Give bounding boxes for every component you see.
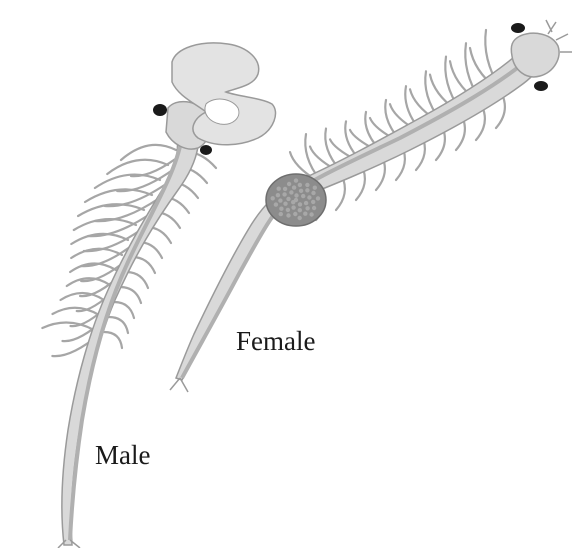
male-leg-right <box>109 317 128 333</box>
egg <box>274 202 278 206</box>
egg <box>283 202 287 206</box>
egg <box>313 186 317 190</box>
female-tail-furca <box>170 378 188 392</box>
egg <box>286 213 290 217</box>
female-eye-top <box>511 23 525 33</box>
egg <box>293 212 297 216</box>
female-head <box>511 33 559 77</box>
egg <box>312 206 316 210</box>
egg <box>286 208 290 212</box>
egg <box>298 202 302 206</box>
male-leg <box>121 145 176 160</box>
egg <box>277 187 281 191</box>
egg <box>291 205 295 209</box>
egg <box>276 193 280 197</box>
egg <box>304 201 308 205</box>
egg <box>279 207 283 211</box>
male-leg <box>107 160 168 174</box>
egg <box>316 196 320 200</box>
male-eye-right <box>200 145 212 155</box>
egg <box>303 212 307 216</box>
egg <box>294 178 298 182</box>
egg <box>298 216 302 220</box>
male-eye-left <box>153 104 167 116</box>
male-leg-right <box>120 287 141 303</box>
male-leg-right <box>114 302 134 318</box>
egg <box>307 195 311 199</box>
female-eye-side <box>534 81 548 91</box>
egg <box>271 196 275 200</box>
egg <box>286 197 290 201</box>
egg <box>311 200 315 204</box>
egg <box>289 190 293 194</box>
male-label: Male <box>95 442 150 469</box>
egg <box>279 212 283 216</box>
egg <box>278 198 282 202</box>
egg <box>298 208 302 212</box>
egg <box>305 188 309 192</box>
female-label: Female <box>236 328 315 355</box>
male-leg-right <box>126 272 148 288</box>
egg <box>301 194 305 198</box>
male-leg <box>67 278 110 286</box>
egg <box>305 206 309 210</box>
egg <box>311 191 315 195</box>
egg <box>299 189 303 193</box>
egg <box>282 192 286 196</box>
egg <box>287 182 291 186</box>
male-body <box>62 118 199 545</box>
egg <box>283 187 287 191</box>
egg <box>305 183 309 187</box>
egg <box>298 183 302 187</box>
male-shrimp-illustration <box>42 43 275 548</box>
male-leg <box>95 175 160 188</box>
male-leg <box>42 322 94 330</box>
male-leg-right <box>104 332 122 348</box>
egg <box>294 193 298 197</box>
egg <box>309 212 313 216</box>
egg <box>292 185 296 189</box>
egg <box>291 200 295 204</box>
